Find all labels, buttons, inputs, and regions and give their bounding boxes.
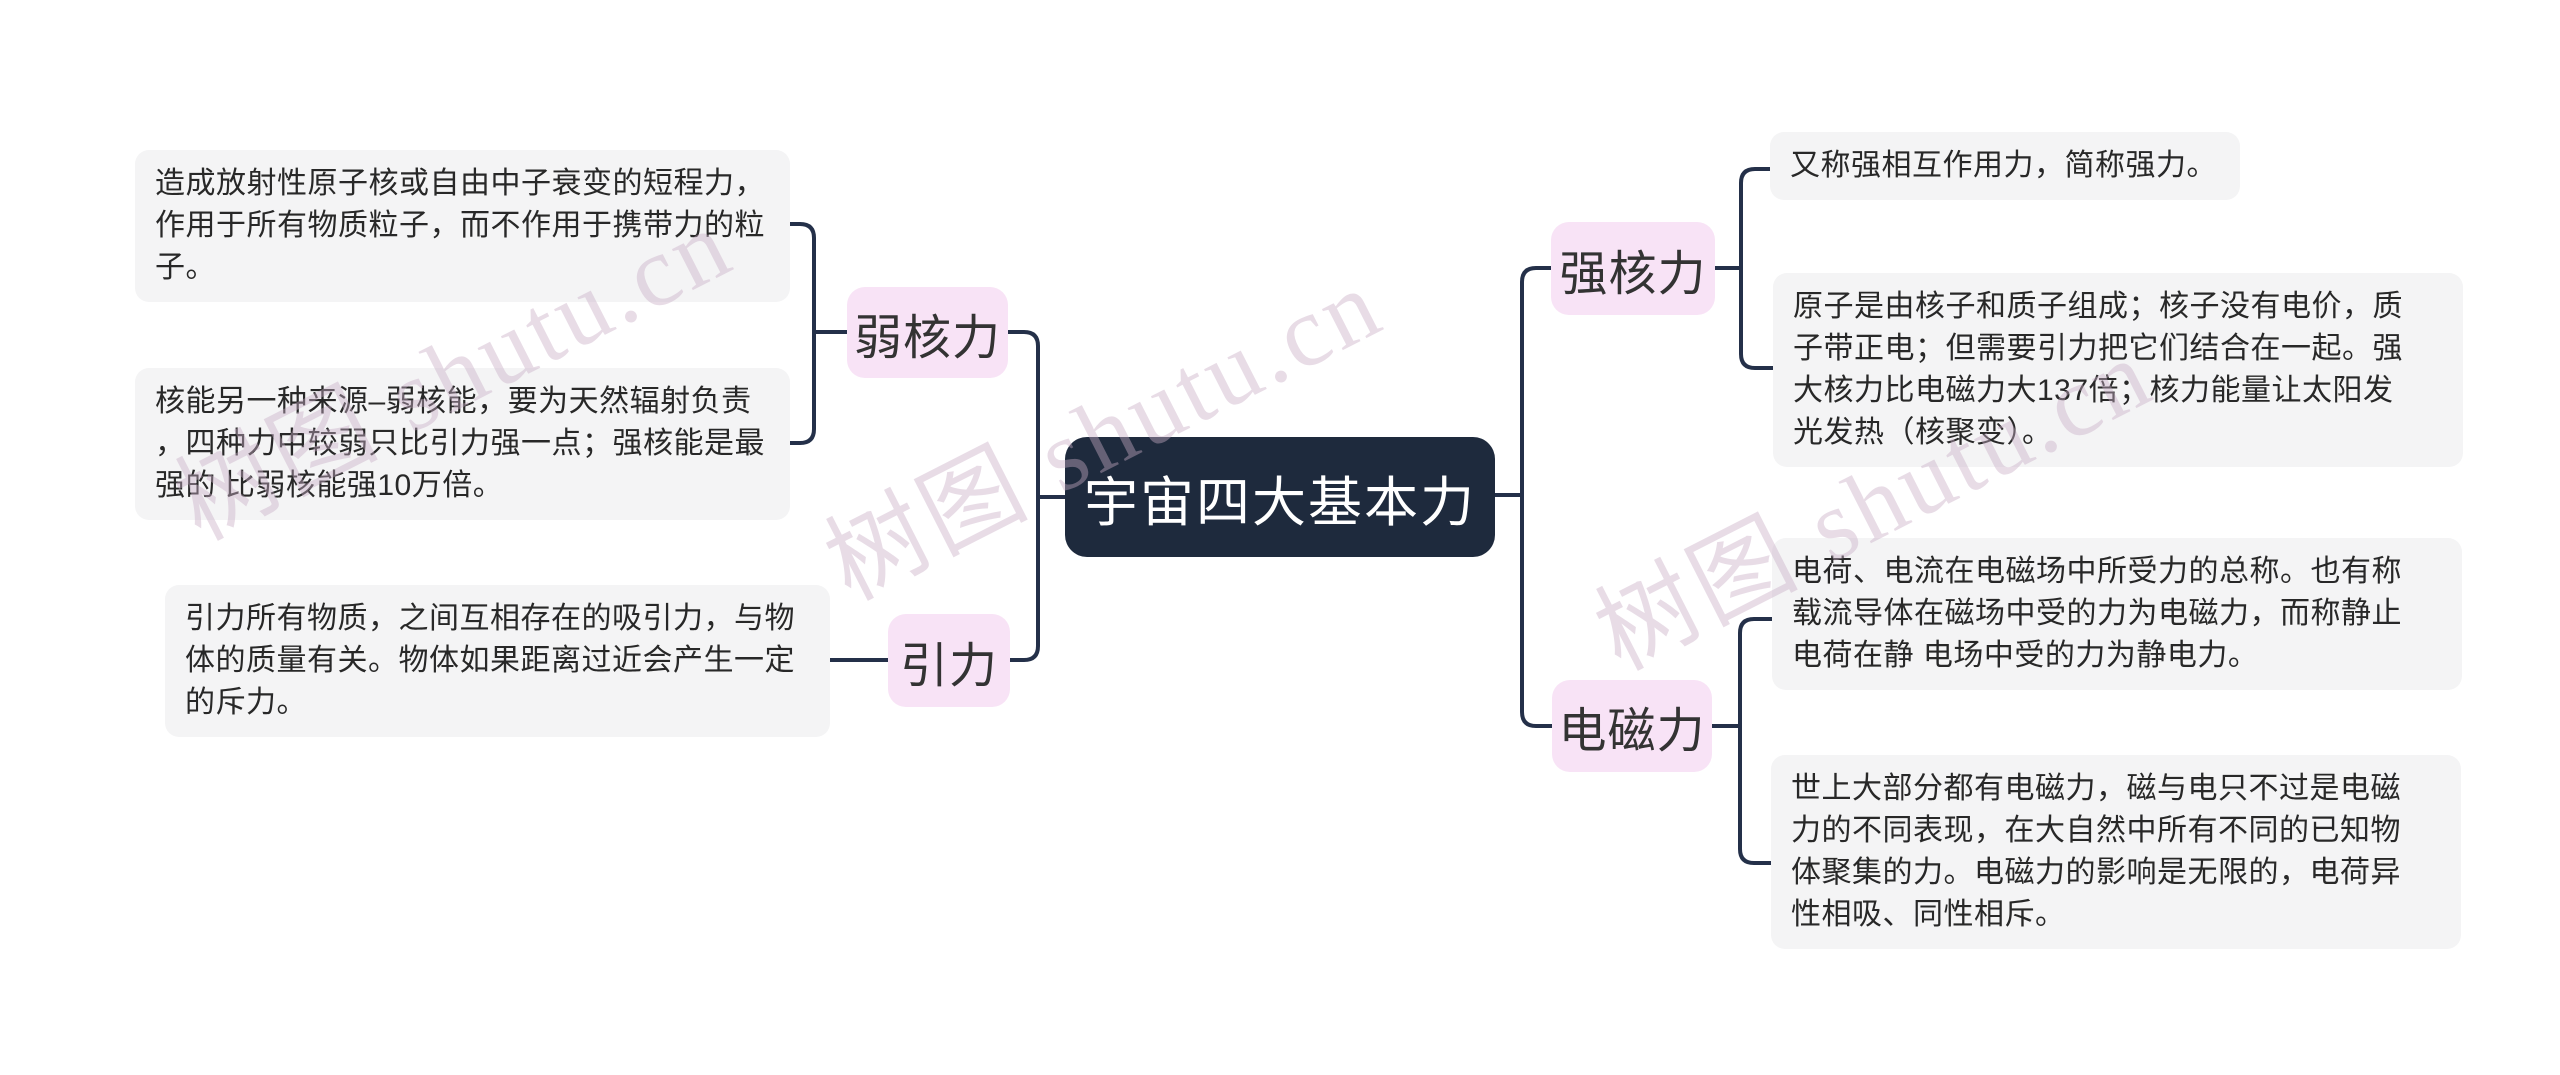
note-strong-force-1[interactable]: 又称强相互作用力，简称强力。 bbox=[1770, 132, 2240, 200]
note-electromagnetic-2[interactable]: 世上大部分都有电磁力，磁与电只不过是电磁 力的不同表现，在大自然中所有不同的已知… bbox=[1771, 755, 2461, 949]
note-gravity-1[interactable]: 引力所有物质，之间互相存在的吸引力，与物 体的质量有关。物体如果距离过近会产生一… bbox=[165, 585, 830, 737]
branch-node-strong-force[interactable]: 强核力 bbox=[1551, 222, 1715, 315]
connector-em-bracket bbox=[1738, 617, 1774, 865]
connector-strong-bracket bbox=[1739, 167, 1775, 370]
root-node[interactable]: 宇宙四大基本力 bbox=[1065, 437, 1495, 557]
note-strong-force-2[interactable]: 原子是由核子和质子组成；核子没有电价，质 子带正电；但需要引力把它们结合在一起。… bbox=[1773, 273, 2463, 467]
connector-left-trunk bbox=[1006, 330, 1040, 662]
connector-right-trunk bbox=[1520, 266, 1554, 728]
branch-node-electromagnetic-force[interactable]: 电磁力 bbox=[1552, 680, 1712, 772]
branch-node-weak-force[interactable]: 弱核力 bbox=[847, 287, 1008, 378]
note-electromagnetic-1[interactable]: 电荷、电流在电磁场中所受力的总称。也有称 载流导体在磁场中受的力为电磁力，而称静… bbox=[1772, 538, 2462, 690]
branch-node-gravity[interactable]: 引力 bbox=[888, 614, 1010, 707]
note-weak-force-1[interactable]: 造成放射性原子核或自由中子衰变的短程力， 作用于所有物质粒子，而不作用于携带力的… bbox=[135, 150, 790, 302]
note-weak-force-2[interactable]: 核能另一种来源–弱核能，要为天然辐射负责 ，四种力中较弱只比引力强一点；强核能是… bbox=[135, 368, 790, 520]
connector-weak-bracket bbox=[786, 222, 816, 445]
